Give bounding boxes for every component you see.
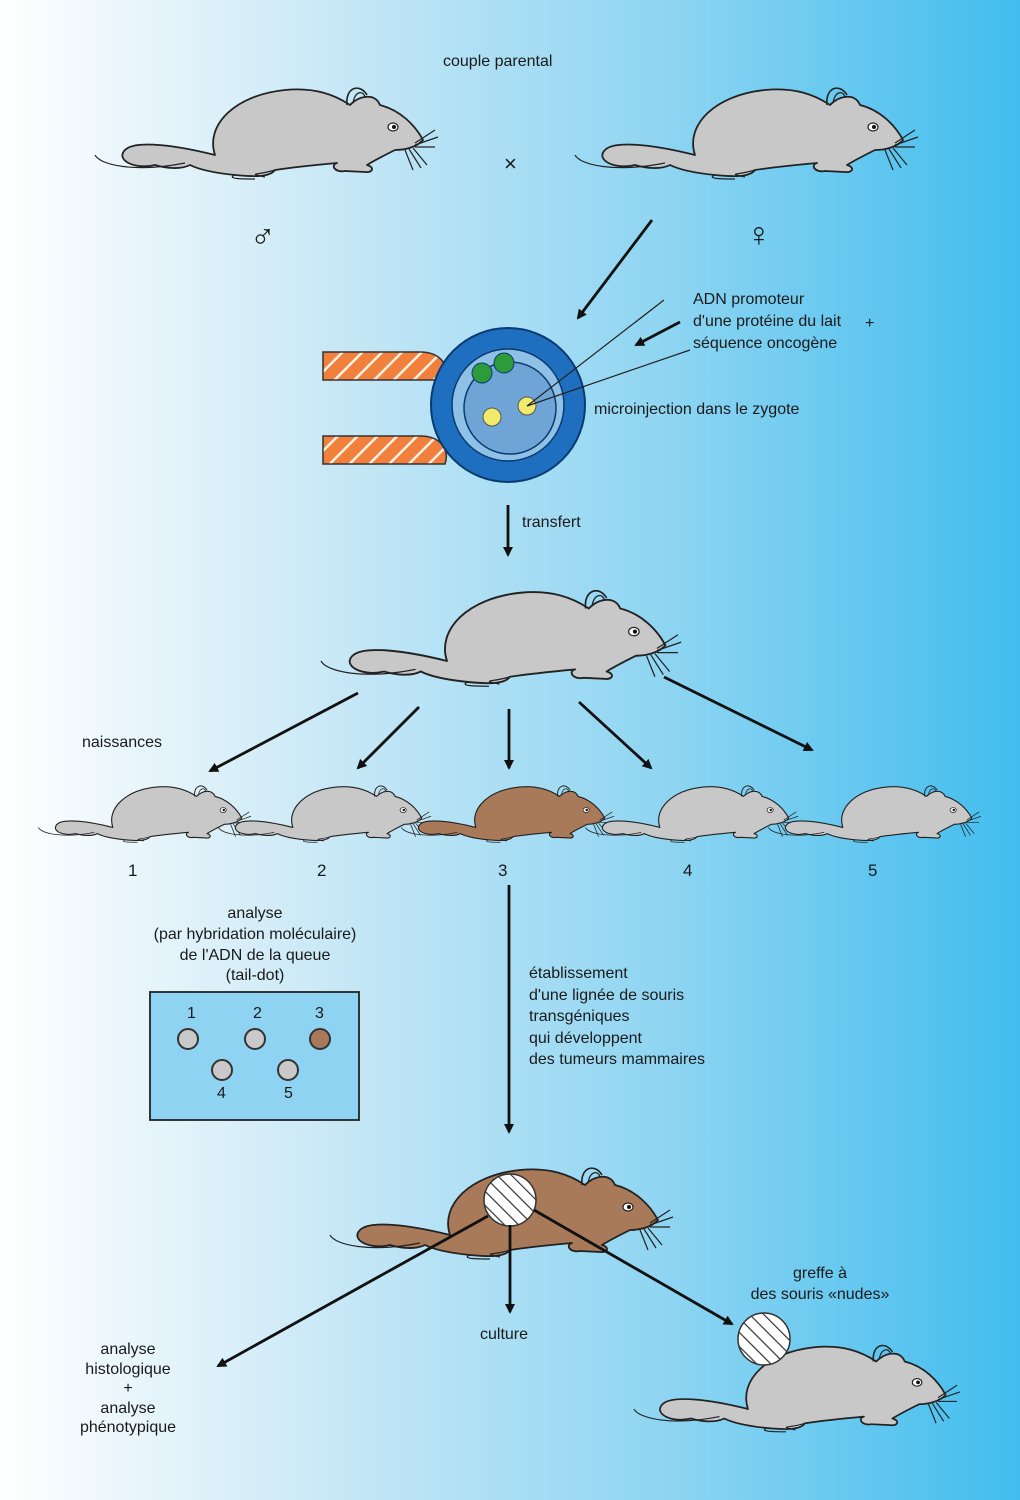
transfer-label: transfert: [522, 514, 581, 531]
pup-mouse-5: [767, 785, 982, 843]
tail-dot-5: [277, 1059, 299, 1081]
dna-construct-line-1: ADN promoteur: [693, 291, 805, 308]
tail-dot-3: [309, 1028, 331, 1050]
cross-symbol: ×: [504, 151, 517, 176]
tail-analysis-line-4: (tail-dot): [225, 967, 285, 985]
parental-couple-label: couple parental: [443, 53, 553, 70]
lineage-line-4: qui développent: [529, 1029, 642, 1047]
arrow-to-histology: [216, 1214, 489, 1368]
foster-mother-mouse: [320, 589, 683, 688]
mammary-tumor: [483, 1173, 537, 1227]
arrow-female-to-zygote: [576, 219, 654, 320]
tail-dot-2: [244, 1028, 266, 1050]
lineage-line-2: d'une lignée de souris: [529, 986, 685, 1004]
tail-dot-1: [177, 1028, 199, 1050]
pup-number-1: 1: [128, 861, 138, 880]
dna-construct-line-2: d'une protéine du lait: [693, 313, 842, 330]
arrow-birth-1: [208, 691, 359, 773]
births-label: naissances: [82, 734, 163, 751]
tail-dot-4: [211, 1059, 233, 1081]
male-symbol: ♂: [250, 218, 276, 256]
dna-construct-line-3: séquence oncogène: [693, 335, 838, 352]
graft-line-2: des souris «nudes»: [750, 1285, 890, 1303]
nude-mouse: [633, 1344, 961, 1433]
histology-line-1: analyse: [100, 1341, 156, 1358]
holding-pipette: [322, 351, 447, 465]
microinjection-label: microinjection dans le zygote: [594, 401, 800, 418]
pup-mouse-3: [400, 785, 615, 843]
pup-mouse-4: [584, 785, 799, 843]
tail-dot-membrane: [149, 991, 360, 1121]
pup-number-4: 4: [683, 861, 693, 880]
dot-number-1: 1: [187, 1005, 196, 1022]
female-symbol: ♀: [746, 216, 772, 254]
lineage-line-5: des tumeurs mammaires: [529, 1051, 706, 1068]
histology-line-3: analyse: [100, 1399, 156, 1417]
tail-analysis-label: analyse (par hybridation moléculaire) de…: [120, 904, 390, 987]
dot-number-5: 5: [284, 1085, 293, 1102]
pup-number-2: 2: [317, 861, 327, 880]
arrow-dna-to-zygote: [634, 320, 681, 347]
dot-number-2: 2: [253, 1005, 262, 1022]
graft-line-1: greffe à: [793, 1265, 847, 1282]
pup-number-5: 5: [868, 861, 878, 880]
tail-analysis-line-2: (par hybridation moléculaire): [153, 925, 357, 943]
male-parent-mouse: [94, 87, 439, 180]
histology-line-2: histologique: [85, 1360, 171, 1378]
female-parent-mouse: [574, 87, 919, 180]
arrow-birth-4: [578, 700, 653, 770]
lineage-line-3: transgéniques: [529, 1008, 630, 1025]
dot-number-4: 4: [217, 1085, 226, 1102]
arrow-birth-2: [356, 706, 420, 770]
lineage-label: établissement d'une lignée de souris tra…: [529, 963, 705, 1071]
arrow-to-graft: [533, 1208, 734, 1326]
histology-line-4: phénotypique: [79, 1419, 177, 1436]
graft-label: greffe à des souris «nudes»: [730, 1264, 910, 1306]
tail-analysis-line-3: de l'ADN de la queue: [179, 946, 331, 964]
pup-mouse-1: [37, 785, 252, 843]
zygote: [430, 327, 586, 483]
pup-number-3: 3: [498, 861, 508, 880]
dot-number-3: 3: [315, 1005, 324, 1022]
histology-plus: +: [123, 1380, 133, 1397]
grafted-tumor: [737, 1312, 791, 1366]
tail-analysis-line-1: analyse: [227, 905, 283, 922]
injection-needle: [526, 299, 665, 407]
histology-label: analyse histologique + analyse phénotypi…: [58, 1340, 198, 1438]
culture-label: culture: [480, 1326, 529, 1343]
pup-mouse-2: [217, 785, 432, 843]
lineage-line-1: établissement: [529, 965, 628, 982]
dna-construct-plus: +: [865, 315, 875, 332]
arrow-birth-5: [663, 675, 814, 752]
